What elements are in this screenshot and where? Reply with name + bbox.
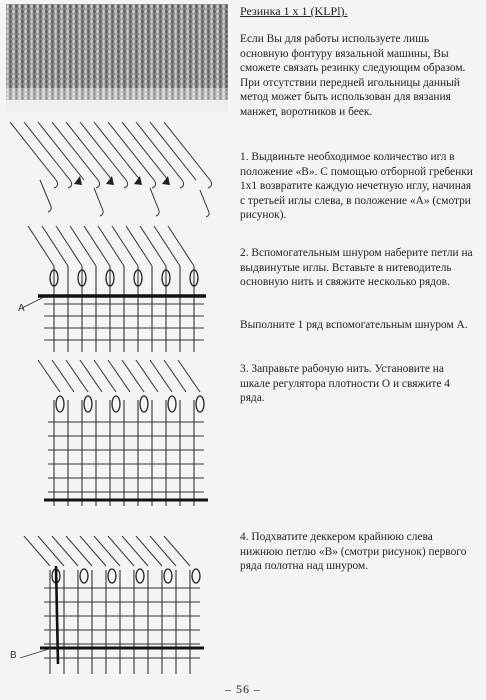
step-1: 1. Выдвиньте необходимое количество игл …	[240, 151, 473, 222]
figure-transfer	[14, 536, 214, 676]
cord-a-label: A	[18, 303, 25, 314]
step-4: 4. Подхватите деккером крайнюю слева ниж…	[240, 531, 467, 573]
intro-text: Если Вы для работы используете лишь осно…	[240, 32, 476, 120]
knit-photo	[6, 4, 228, 112]
loop-b-label: B	[10, 650, 17, 661]
page-number: – 56 –	[225, 682, 261, 696]
intro-paragraph-1: Если Вы для работы используете лишь осно…	[240, 33, 466, 75]
figure-needles-selection	[4, 118, 234, 218]
step-4-text: 4. Подхватите деккером крайнюю слева ниж…	[240, 530, 476, 574]
step-3-text: 3. Заправьте рабочую нить. Установите на…	[240, 362, 476, 406]
step-1-text: 1. Выдвиньте необходимое количество игл …	[240, 150, 476, 223]
figure-rows	[34, 360, 214, 508]
intro-paragraph-2: При отсутствии передней игольницы данный…	[240, 76, 460, 118]
step-2b-text: Выполните 1 ряд вспомогательным шнуром А…	[240, 318, 476, 333]
step-2: 2. Вспомогательным шнуром наберите петли…	[240, 247, 473, 289]
step-2b: Выполните 1 ряд вспомогательным шнуром А…	[240, 319, 468, 331]
figure-cast-on	[14, 226, 214, 354]
page-title: Резинка 1 x 1 (KLPl).	[240, 4, 348, 18]
step-3: 3. Заправьте рабочую нить. Установите на…	[240, 363, 450, 405]
step-2-text: 2. Вспомогательным шнуром наберите петли…	[240, 246, 476, 290]
